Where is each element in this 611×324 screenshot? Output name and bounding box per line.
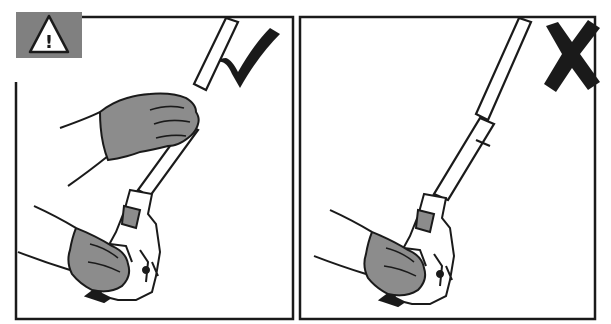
panel-correct: ! [14,12,295,321]
warning-badge: ! [16,12,82,58]
lower-hand-incorrect [313,209,427,297]
panel-incorrect-frame [298,15,597,321]
trimmer-pole-incorrect [432,16,533,202]
lower-hand-correct [17,205,131,293]
panel-correct-frame [14,15,295,321]
warning-triangle-icon [28,14,70,54]
panel-incorrect [298,15,600,321]
checkmark-icon [218,28,280,88]
pole-upper-segment [474,16,533,122]
pole-lower-segment [432,116,496,202]
glove-upper [98,92,200,162]
cross-icon [544,20,600,92]
pole-upper-segment [192,16,240,92]
warning-exclamation: ! [45,32,53,53]
glove-lower [67,226,131,293]
glove-lower [363,230,427,297]
upper-hand-correct [59,92,200,187]
